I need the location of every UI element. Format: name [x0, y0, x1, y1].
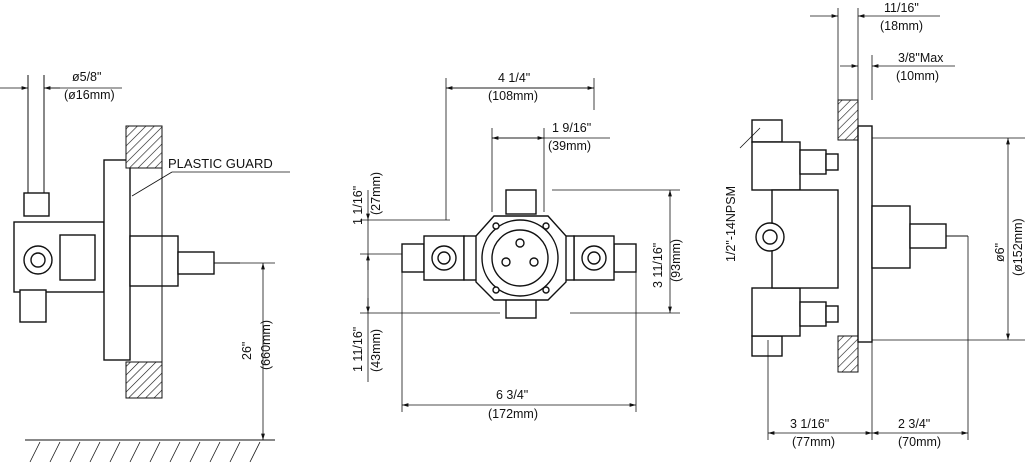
plastic-guard-callout: PLASTIC GUARD [131, 156, 290, 197]
supply-pipe [23, 75, 50, 217]
valve-body-side [13, 159, 240, 361]
height-dimension-metric: (660mm) [259, 320, 273, 370]
wall-section-right [837, 99, 873, 373]
top-width-label: 4 1/4" [498, 71, 530, 85]
center-offset-dimension: 1 9/16" (39mm) [491, 121, 610, 212]
floor-line [25, 439, 275, 463]
diameter-metric: (ø152mm) [1011, 218, 1025, 276]
bottom-width-metric: (172mm) [488, 407, 538, 421]
top-width-dimension: 4 1/4" (108mm) [445, 71, 595, 220]
upper-offset-label: 1 1/16" [351, 186, 365, 225]
upper-offset-metric: (27mm) [369, 172, 383, 215]
right-height-label: 3 11/16" [651, 243, 665, 288]
max-depth-dimension: 3/8"Max (10mm) [840, 51, 955, 100]
pipe-diameter-metric: (ø16mm) [64, 88, 115, 102]
right-height-metric: (93mm) [669, 239, 683, 282]
height-dimension: 26" (660mm) [240, 262, 275, 440]
side-view: 11/16" (18mm) 3/8"Max (10mm) [724, 1, 1025, 449]
depth-dimensions: 3 1/16" (77mm) 2 3/4" (70mm) [767, 236, 969, 449]
top-width-metric: (108mm) [488, 89, 538, 103]
lower-offset-metric: (43mm) [369, 329, 383, 372]
plastic-guard-label: PLASTIC GUARD [168, 156, 273, 171]
front-view: 4 1/4" (108mm) 1 9/16" (39mm) 1 1/16" (2… [351, 71, 683, 421]
thread-callout: 1/2"-14NPSM [724, 127, 761, 262]
bottom-width-label: 6 3/4" [496, 388, 528, 402]
vertical-offsets-left: 1 1/16" (27mm) 1 11/16" (43mm) [351, 172, 500, 382]
pipe-diameter-label: ø5/8" [72, 70, 101, 84]
wall-section-left [125, 125, 163, 399]
lower-offset-label: 1 11/16" [351, 327, 365, 372]
center-offset-metric: (39mm) [548, 139, 591, 153]
bottom-width-dimension: 6 3/4" (172mm) [401, 272, 637, 421]
wall-thickness-dimension: 11/16" (18mm) [810, 1, 940, 100]
max-depth-metric: (10mm) [896, 69, 939, 83]
diameter-dimension: ø6" (ø152mm) [872, 137, 1025, 341]
height-dimension-label: 26" [240, 342, 254, 360]
max-depth-label: 3/8"Max [898, 51, 944, 65]
right-height-dimension: 3 11/16" (93mm) [552, 189, 683, 314]
depth-left-metric: (77mm) [792, 435, 835, 449]
wall-thickness-label: 11/16" [884, 1, 919, 15]
valve-body-profile [751, 119, 968, 357]
pipe-diameter-dimension: ø5/8" (ø16mm) [0, 70, 122, 102]
diameter-label: ø6" [993, 243, 1007, 262]
center-offset-label: 1 9/16" [552, 121, 591, 135]
left-view: ø5/8" (ø16mm) PLASTIC GUARD [0, 70, 290, 463]
thread-label: 1/2"-14NPSM [724, 186, 738, 262]
depth-right-metric: (70mm) [898, 435, 941, 449]
wall-thickness-metric: (18mm) [880, 19, 923, 33]
depth-left-label: 3 1/16" [790, 417, 829, 431]
depth-right-label: 2 3/4" [898, 417, 930, 431]
valve-body-front [401, 189, 637, 319]
